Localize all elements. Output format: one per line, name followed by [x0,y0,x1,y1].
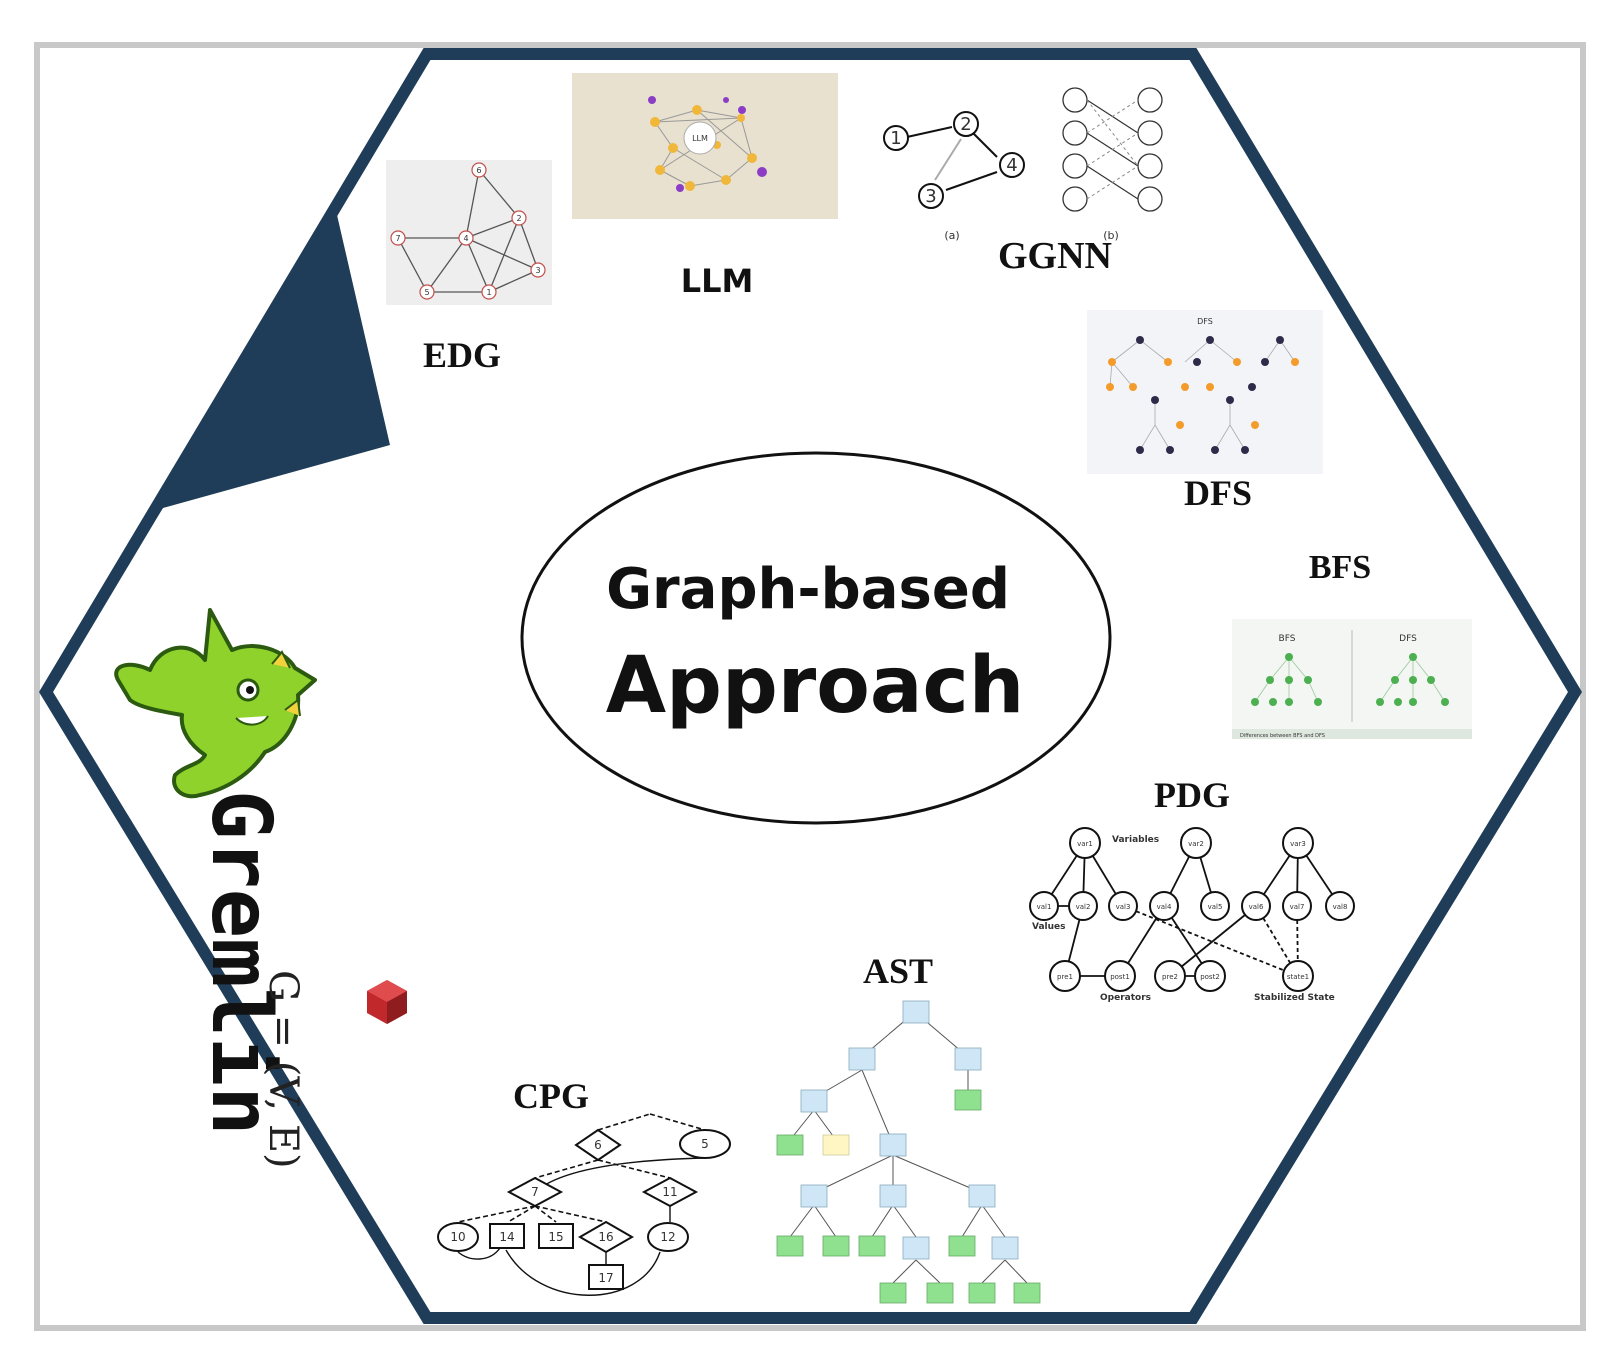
pdg-annot-state: Stabilized State [1254,993,1335,1003]
cpg-node: 12 [660,1230,675,1244]
pdg-node: var1 [1077,840,1093,848]
ggnn-node: 3 [925,186,936,207]
label-ggnn: GGNN [998,235,1112,277]
bfs-image: BFS DFS Differences between BFS and DFS [1232,619,1472,739]
gremlin-wordmark: Gremlin [193,790,288,1136]
cpg-node: 15 [548,1230,563,1244]
edg-node: 6 [476,166,481,175]
center-ellipse [520,451,1112,825]
pdg-image: var1 var2 var3 val1 val2 val3 val4 val5 … [1029,827,1355,1003]
pdg-node: var2 [1188,840,1204,848]
edg-node: 4 [463,234,468,243]
edg-node: 1 [486,288,491,297]
gremlin-logo: Gremlin G = (V, E) [114,608,407,1169]
pdg-node: post2 [1200,973,1220,981]
label-cpg: CPG [513,1076,589,1116]
dfs-image-title: DFS [1197,317,1213,326]
bfs-image-title-left: BFS [1279,634,1296,644]
cpg-node: 5 [701,1137,709,1151]
cpg-node: 7 [531,1185,539,1199]
ggnn-sub-a: (a) [944,229,959,242]
edg-image: 6 2 7 4 3 5 1 [386,160,552,305]
center-title-line2: Approach [606,641,1025,731]
pdg-annot-variables: Variables [1112,835,1159,845]
ggnn-node: 2 [960,114,971,135]
ggnn-node: 4 [1006,155,1017,176]
gremlin-formula: G = (V, E) [260,970,306,1169]
cpg-image: 6 5 7 11 10 14 15 16 12 17 [437,1113,731,1296]
dfs-image: DFS [1087,310,1323,474]
cpg-node: 17 [598,1271,613,1285]
bfs-image-title-right: DFS [1399,634,1417,644]
pdg-node: post1 [1110,973,1130,981]
edg-node: 5 [424,288,429,297]
edg-node: 7 [395,234,400,243]
label-dfs: DFS [1184,473,1252,513]
edg-node: 3 [535,266,540,275]
pdg-annot-operators: Operators [1100,993,1151,1003]
ggnn-sub-b: (b) [1103,229,1119,242]
pdg-annot-values: Values [1032,922,1066,932]
pdg-node: val8 [1333,903,1348,911]
gremlin-mascot-icon [114,608,317,799]
cpg-node: 6 [594,1138,602,1152]
gremlin-cube-icon [367,980,407,1024]
cpg-node: 14 [499,1230,514,1244]
pdg-node: val5 [1208,903,1223,911]
ast-image [776,1000,1041,1304]
label-llm: LLM [681,262,754,300]
pdg-node: state1 [1287,973,1309,981]
pdg-node: val1 [1037,903,1052,911]
pdg-node: var3 [1290,840,1306,848]
hexagon-wedge [46,54,427,692]
label-bfs: BFS [1309,549,1371,586]
cpg-node: 11 [662,1185,677,1199]
cpg-node: 16 [598,1230,613,1244]
llm-image: LLM [572,73,838,219]
label-ast: AST [863,951,933,991]
pdg-node: val6 [1249,903,1264,911]
label-edg: EDG [423,335,501,375]
edg-node: 2 [516,214,521,223]
pdg-node: val7 [1290,903,1305,911]
pdg-node: pre1 [1057,973,1073,981]
label-pdg: PDG [1154,775,1230,815]
pdg-node: val3 [1116,903,1131,911]
pdg-node: val4 [1157,903,1172,911]
ggnn-node: 1 [890,128,901,149]
llm-center-node: LLM [692,134,708,143]
pdg-node: val2 [1076,903,1091,911]
pdg-node: pre2 [1162,973,1178,981]
ggnn-image: 1 2 4 3 (a) (b) [883,87,1163,242]
bfs-image-caption: Differences between BFS and DFS [1240,733,1325,739]
cpg-node: 10 [450,1230,465,1244]
center-title-line1: Graph-based [606,557,1010,622]
